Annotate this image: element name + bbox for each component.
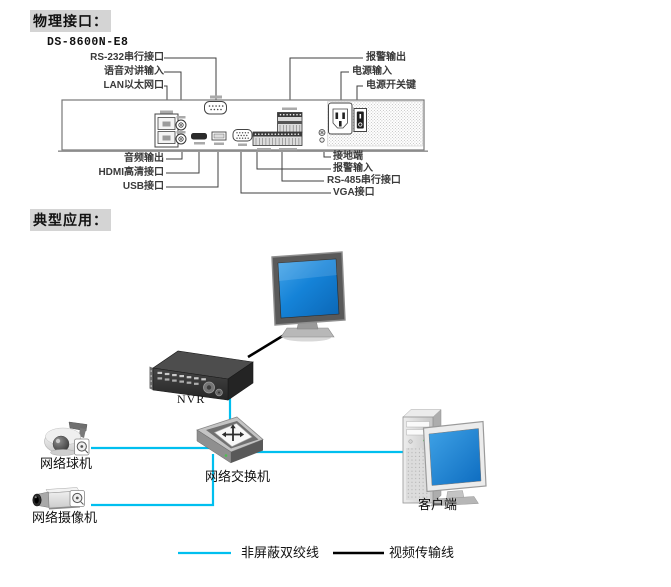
terminal-blocks-icon (252, 107, 303, 151)
callout-alarm-in: 报警输入 (333, 163, 373, 174)
rear-panel-diagram (58, 57, 428, 194)
lan-ports-icon (154, 110, 179, 148)
power-inlet-icon (328, 102, 353, 135)
callout-voice-intercom-in: 语音对讲输入 (104, 66, 164, 77)
label-nvr: NVR (177, 392, 206, 406)
topology-diagram (32, 251, 487, 555)
vga-port-icon (232, 129, 253, 146)
nvr-icon (149, 350, 254, 401)
network-badge-icon (69, 490, 85, 507)
dome-camera-icon (44, 421, 90, 456)
callout-power-switch: 电源开关键 (366, 80, 416, 91)
callout-alarm-out: 报警输出 (366, 52, 406, 63)
power-switch-icon (353, 108, 367, 132)
label-box-camera: 网络摄像机 (32, 510, 98, 525)
hdmi-port-icon (191, 133, 207, 145)
callout-usb: USB接口 (122, 181, 164, 192)
utp-cables (91, 396, 404, 507)
callout-hdmi: HDMI高清接口 (98, 167, 164, 178)
rs232-port-icon (204, 95, 227, 115)
callout-vga: VGA接口 (333, 187, 375, 198)
callout-power-in: 电源输入 (352, 66, 392, 77)
label-switch: 网络交换机 (205, 469, 271, 484)
section-title-physical-interfaces: 物理接口： (30, 10, 111, 32)
audio-bnc-icon (175, 116, 187, 145)
callout-rs232: RS-232串行接口 (90, 52, 164, 63)
monitor-icon (271, 251, 346, 342)
callout-rs485: RS-485串行接口 (327, 175, 401, 186)
callout-lines (164, 57, 363, 194)
box-camera-icon (32, 487, 85, 510)
ground-terminal-icon (318, 129, 326, 143)
model-number: DS-8600N-E8 (47, 36, 129, 49)
callout-ground: 接地端 (333, 151, 363, 162)
legend-utp-label: 非屏蔽双绞线 (241, 545, 320, 560)
network-badge-icon (74, 438, 90, 456)
callout-lan: LAN以太网口 (103, 80, 164, 91)
client-pc-icon (402, 408, 487, 507)
callout-audio-out: 音频输出 (124, 153, 164, 164)
label-dome-camera: 网络球机 (40, 456, 93, 471)
legend-video-label: 视频传输线 (389, 545, 455, 560)
label-client: 客户端 (418, 497, 458, 512)
network-switch-icon (196, 416, 264, 464)
usb-port-icon (211, 131, 227, 145)
section-title-typical-application: 典型应用： (30, 209, 111, 231)
